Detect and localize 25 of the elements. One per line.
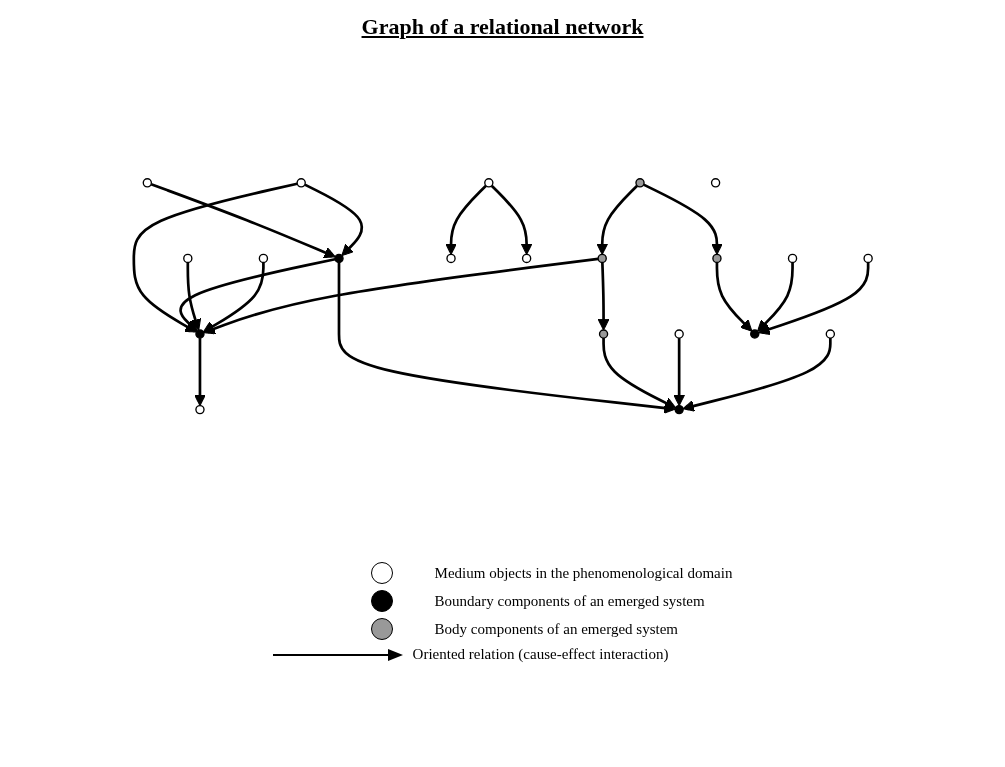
arrow bbox=[193, 337, 206, 406]
arrow bbox=[202, 257, 598, 335]
arrow bbox=[202, 262, 265, 333]
arrow bbox=[150, 182, 336, 258]
legend-text: Boundary components of an emerged system bbox=[434, 592, 705, 610]
arrow bbox=[490, 184, 533, 255]
legend-text: Body components of an emerged system bbox=[434, 620, 678, 638]
arrow bbox=[444, 184, 487, 255]
arrow bbox=[756, 262, 794, 332]
arrow bbox=[672, 337, 685, 406]
arrow bbox=[303, 183, 363, 256]
arrow bbox=[185, 262, 201, 331]
arrow bbox=[597, 262, 609, 331]
arrow bbox=[757, 262, 869, 335]
arrow bbox=[642, 183, 723, 255]
arrow bbox=[715, 262, 752, 332]
arrow bbox=[595, 184, 638, 255]
legend-text: Oriented relation (cause-effect interaction) bbox=[412, 646, 669, 663]
title: Graph of a relational network bbox=[361, 14, 644, 40]
arrow bbox=[682, 337, 832, 412]
arrow bbox=[178, 257, 335, 332]
arrow bbox=[601, 337, 676, 409]
arrow bbox=[131, 182, 298, 333]
legend-text: Medium objects in the phenomenological domain bbox=[434, 564, 733, 582]
arrow bbox=[337, 262, 676, 414]
